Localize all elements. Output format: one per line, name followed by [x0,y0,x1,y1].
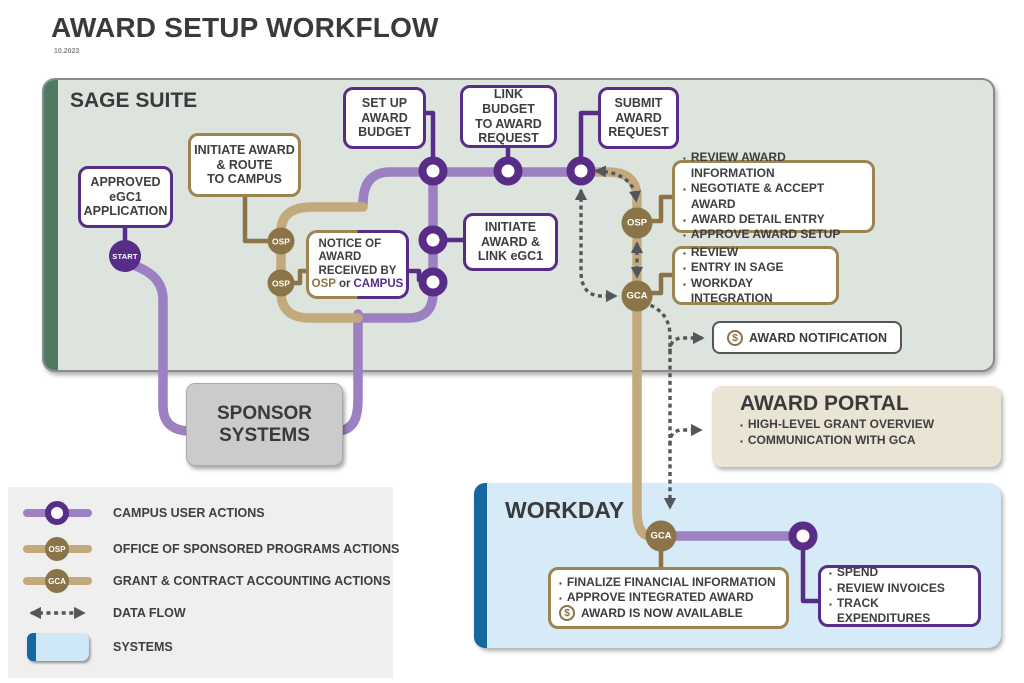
campus-node-setup-budget [418,156,448,186]
legend-label-dataflow: DATA FLOW [113,606,186,620]
osp-node-review: OSP [621,207,653,239]
osp-node-notice: OSP [267,269,295,297]
legend-label-campus: CAMPUS USER ACTIONS [113,506,265,520]
purple-connector-stubs [122,110,822,604]
data-flow-lines [574,165,705,510]
legend-gca-node: GCA [45,569,69,593]
award-notification-label: AWARD NOTIFICATION [749,330,887,345]
page-title: AWARD SETUP WORKFLOW [51,12,439,43]
osp-actions-box: ▪REVIEW AWARD INFORMATION▪NEGOTIATE & AC… [672,150,875,241]
notice-or-label: or [338,277,351,290]
campus-node-initiate-award [418,225,448,255]
gca-actions-box: ▪REVIEW▪ENTRY IN SAGE▪WORKDAY INTEGRATIO… [672,245,839,305]
finalize-bullets: ▪FINALIZE FINANCIAL INFORMATION▪APPROVE … [559,574,776,604]
award-portal-title: AWARD PORTAL [740,392,909,415]
sage-left-bar [44,80,58,370]
sponsor-systems-box: SPONSOR SYSTEMS [186,383,343,466]
sage-suite-title: SAGE SUITE [70,89,198,112]
campus-node-link-budget [493,156,523,186]
legend-label-gca: GRANT & CONTRACT ACCOUNTING ACTIONS [113,574,391,588]
legend-swatch-lines [23,509,92,620]
gca-node-workday: GCA [645,520,677,552]
legend-systems-swatch [27,633,89,661]
osp-node-route: OSP [267,227,295,255]
sponsor-title-line1: SPONSOR [216,402,313,424]
award-portal-bullets: ▪HIGH-LEVEL GRANT OVERVIEW▪COMMUNICATION… [740,417,935,447]
award-notification-box: $ AWARD NOTIFICATION [712,321,902,354]
legend-label-osp: OFFICE OF SPONSORED PROGRAMS ACTIONS [113,542,400,556]
start-node: START [109,240,141,272]
legend-label-systems: SYSTEMS [113,640,173,654]
finalize-award-box: ▪FINALIZE FINANCIAL INFORMATION▪APPROVE … [548,567,789,629]
dollar-icon: $ [559,605,575,622]
legend-campus-node [45,501,69,525]
award-available-label: AWARD IS NOW AVAILABLE [581,605,743,620]
campus-node-submit-request [566,156,596,186]
campus-node-spend [788,521,818,551]
notice-campus-label: CAMPUS [353,277,404,290]
tan-connector-stubs [242,194,676,571]
campus-node-notice-received [418,267,448,297]
gca-node-review: GCA [621,280,653,312]
workday-title: WORKDAY [505,497,625,523]
sponsor-title-line2: SYSTEMS [219,424,310,446]
award-available-line: $ AWARD IS NOW AVAILABLE [559,605,743,622]
notice-osp-label: OSP [311,277,336,290]
workday-left-bar [474,483,487,648]
legend-systems-bar [27,633,36,661]
award-portal-box: AWARD PORTAL ▪HIGH-LEVEL GRANT OVERVIEW▪… [712,386,1001,467]
version-label: 10.2023 [54,48,80,55]
spend-track-box: ▪SPEND▪REVIEW INVOICES▪TRACK EXPENDITURE… [818,565,981,627]
legend-osp-node: OSP [45,537,69,561]
dollar-icon: $ [727,329,744,346]
